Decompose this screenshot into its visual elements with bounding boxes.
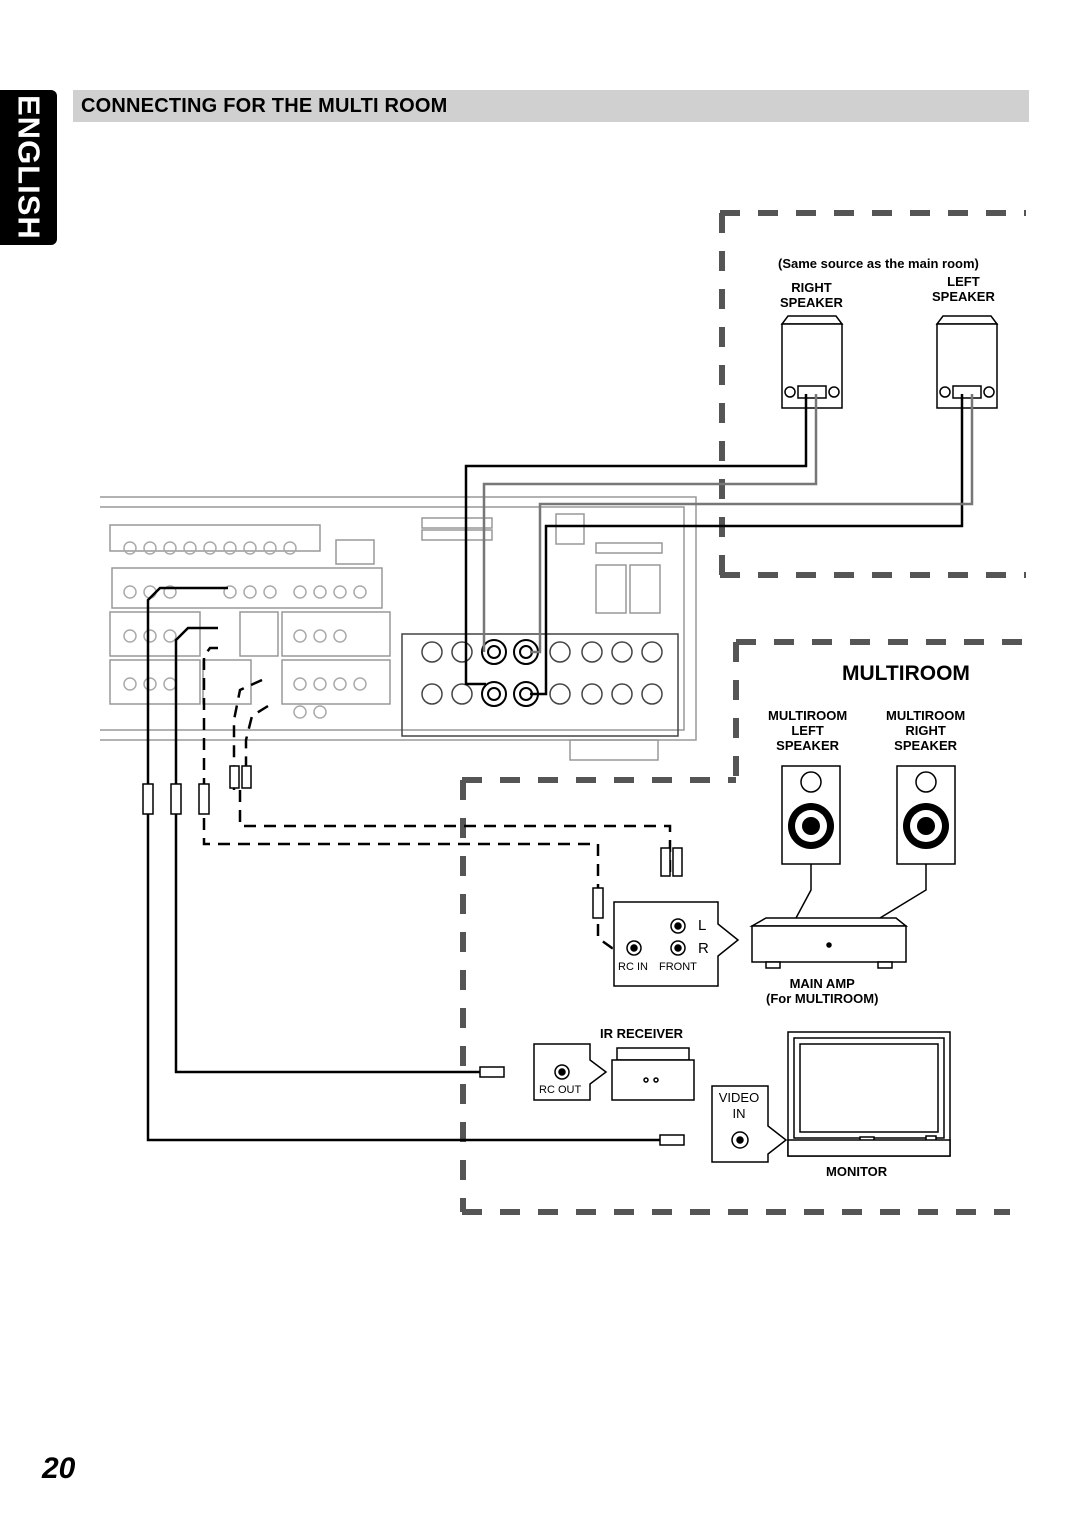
main-speaker-cables <box>464 394 974 696</box>
multiroom-right-label-line1: MULTIROOM <box>886 708 966 723</box>
rc-in-cable <box>202 646 630 950</box>
main-left-speaker-label: LEFT SPEAKER <box>932 274 995 304</box>
ir-receiver <box>611 1047 695 1101</box>
cable-plugs <box>142 765 685 1146</box>
language-tab-label: ENGLISH <box>11 95 47 240</box>
video-in-label-line2: IN <box>732 1106 746 1121</box>
front-label: FRONT <box>659 961 697 973</box>
section-title-bar: CONNECTING FOR THE MULTI ROOM <box>73 90 1029 122</box>
multiroom-right-speaker <box>896 765 956 865</box>
main-right-speaker <box>780 315 844 409</box>
jack-r-label: R <box>698 940 709 957</box>
multiroom-right-label-line2: RIGHT <box>905 723 946 738</box>
multiroom-left-label-line3: SPEAKER <box>776 738 840 753</box>
main-left-speaker-label-line1: LEFT <box>947 274 980 289</box>
rc-out-jack-box <box>533 1043 608 1101</box>
audio-cable <box>232 678 672 880</box>
main-right-speaker-label: RIGHT SPEAKER <box>780 280 843 310</box>
main-room-boundary <box>719 210 1026 578</box>
receiver-rear-panel <box>100 496 697 761</box>
jack-l-label: L <box>698 917 707 934</box>
multiroom-left-speaker <box>781 765 841 865</box>
video-in-label-line1: VIDEO <box>718 1090 760 1105</box>
main-right-speaker-label-line2: SPEAKER <box>780 295 843 310</box>
multiroom-speaker-wires <box>795 864 927 919</box>
ir-receiver-label: IR RECEIVER <box>600 1026 684 1041</box>
language-tab: ENGLISH <box>0 90 57 245</box>
video-in-jack-box <box>711 1085 788 1163</box>
multiroom-left-label-line2: LEFT <box>791 723 824 738</box>
main-amp-label-line1: MAIN AMP <box>789 976 855 991</box>
section-title: CONNECTING FOR THE MULTI ROOM <box>81 94 448 117</box>
video-in-label: VIDEO IN <box>716 1090 762 1122</box>
rc-front-unit <box>613 901 740 987</box>
rc-out-label: RC OUT <box>539 1084 582 1096</box>
page-number: 20 <box>42 1452 76 1485</box>
main-left-speaker <box>935 315 999 409</box>
main-right-speaker-label-line1: RIGHT <box>791 280 832 295</box>
monitor-label: MONITOR <box>826 1164 888 1179</box>
multiroom-left-label-line1: MULTIROOM <box>768 708 848 723</box>
main-room-caption: (Same source as the main room) <box>778 256 979 271</box>
video-cable <box>146 586 670 1142</box>
main-amp-label-line2: (For MULTIROOM) <box>766 991 879 1006</box>
multiroom-heading: MULTIROOM <box>842 662 970 685</box>
multiroom-right-label-line3: SPEAKER <box>894 738 958 753</box>
rc-out-cable <box>174 626 490 1074</box>
rc-in-label: RC IN <box>618 961 648 973</box>
main-left-speaker-label-line2: SPEAKER <box>932 289 995 304</box>
multiroom-right-speaker-label: MULTIROOM RIGHT SPEAKER <box>886 708 965 753</box>
main-amp <box>749 917 909 969</box>
monitor <box>787 1031 951 1157</box>
multiroom-left-speaker-label: MULTIROOM LEFT SPEAKER <box>768 708 847 753</box>
main-amp-label: MAIN AMP (For MULTIROOM) <box>766 976 878 1006</box>
